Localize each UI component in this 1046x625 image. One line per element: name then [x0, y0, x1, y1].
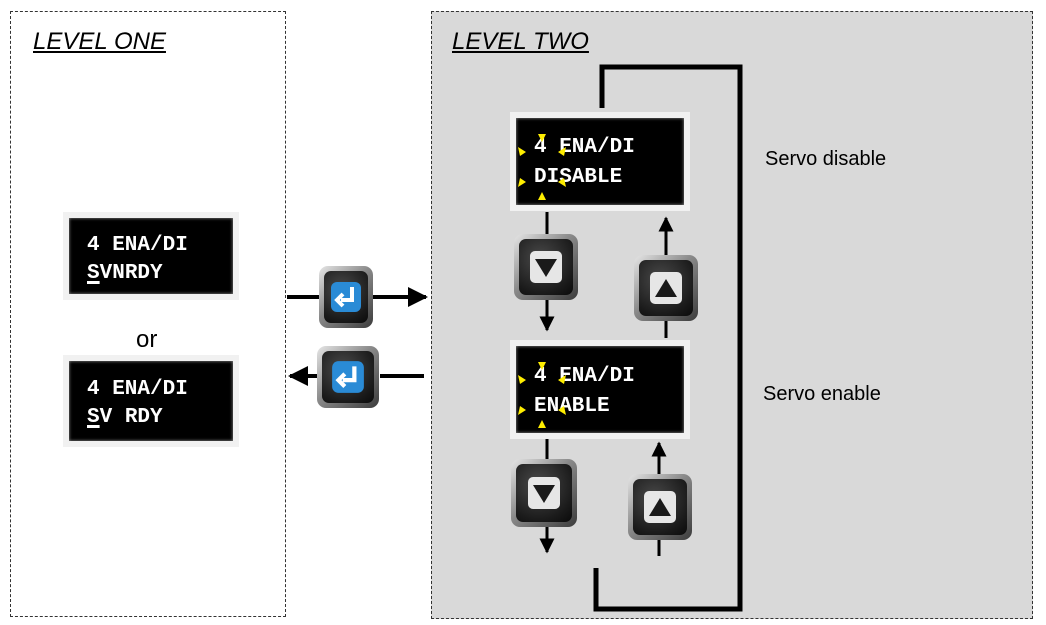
lcd-line-1: 4 ENA/DI [87, 378, 188, 401]
up-key-button[interactable] [634, 255, 698, 321]
lcd-line-2: ENABLE [534, 395, 610, 418]
servo-disable-label: Servo disable [765, 148, 887, 170]
or-label: or [136, 326, 158, 353]
lcd-display-svnrdy: 4 ENA/DI SVNRDY [63, 212, 239, 300]
level-one-panel [10, 11, 286, 617]
lcd-line-1: 4 ENA/DI [534, 365, 635, 388]
lcd-line-2-rest: VNRDY [99, 262, 163, 285]
up-key-button[interactable] [628, 474, 692, 540]
lcd-display-sv-rdy: 4 ENA/DI SV RDY [63, 355, 239, 447]
down-key-button[interactable] [511, 459, 577, 527]
blinking-cursor-icon [518, 362, 566, 428]
loop-bracket-top [593, 64, 743, 612]
lcd-cursor-char: S [87, 406, 100, 429]
lcd-line-1: 4 ENA/DI [87, 234, 188, 257]
enter-key-icon [322, 351, 374, 403]
down-arrow-key-icon [516, 464, 572, 522]
down-key-button[interactable] [514, 234, 578, 300]
lcd-display-enable: 4 ENA/DI ENABLE [510, 340, 690, 439]
enter-key-icon [324, 271, 368, 323]
down-arrow-key-icon [519, 239, 573, 295]
blinking-cursor-icon [518, 134, 566, 200]
lcd-line-2: SV RDY [87, 404, 163, 432]
lcd-line-1: 4 ENA/DI [534, 136, 635, 159]
lcd-line-2-rest: V RDY [99, 406, 163, 429]
lcd-cursor-char: S [87, 262, 100, 285]
level-two-title: LEVEL TWO [452, 28, 589, 55]
enter-key-button[interactable] [319, 266, 373, 328]
level-one-title: LEVEL ONE [33, 28, 166, 55]
servo-enable-label: Servo enable [763, 383, 881, 405]
lcd-display-disable: 4 ENA/DI DISABLE [510, 112, 690, 211]
up-arrow-key-icon [633, 479, 687, 535]
lcd-line-2: SVNRDY [87, 260, 163, 288]
up-arrow-key-icon [639, 260, 693, 316]
enter-key-button[interactable] [317, 346, 379, 408]
lcd-line-2: DISABLE [534, 166, 623, 189]
